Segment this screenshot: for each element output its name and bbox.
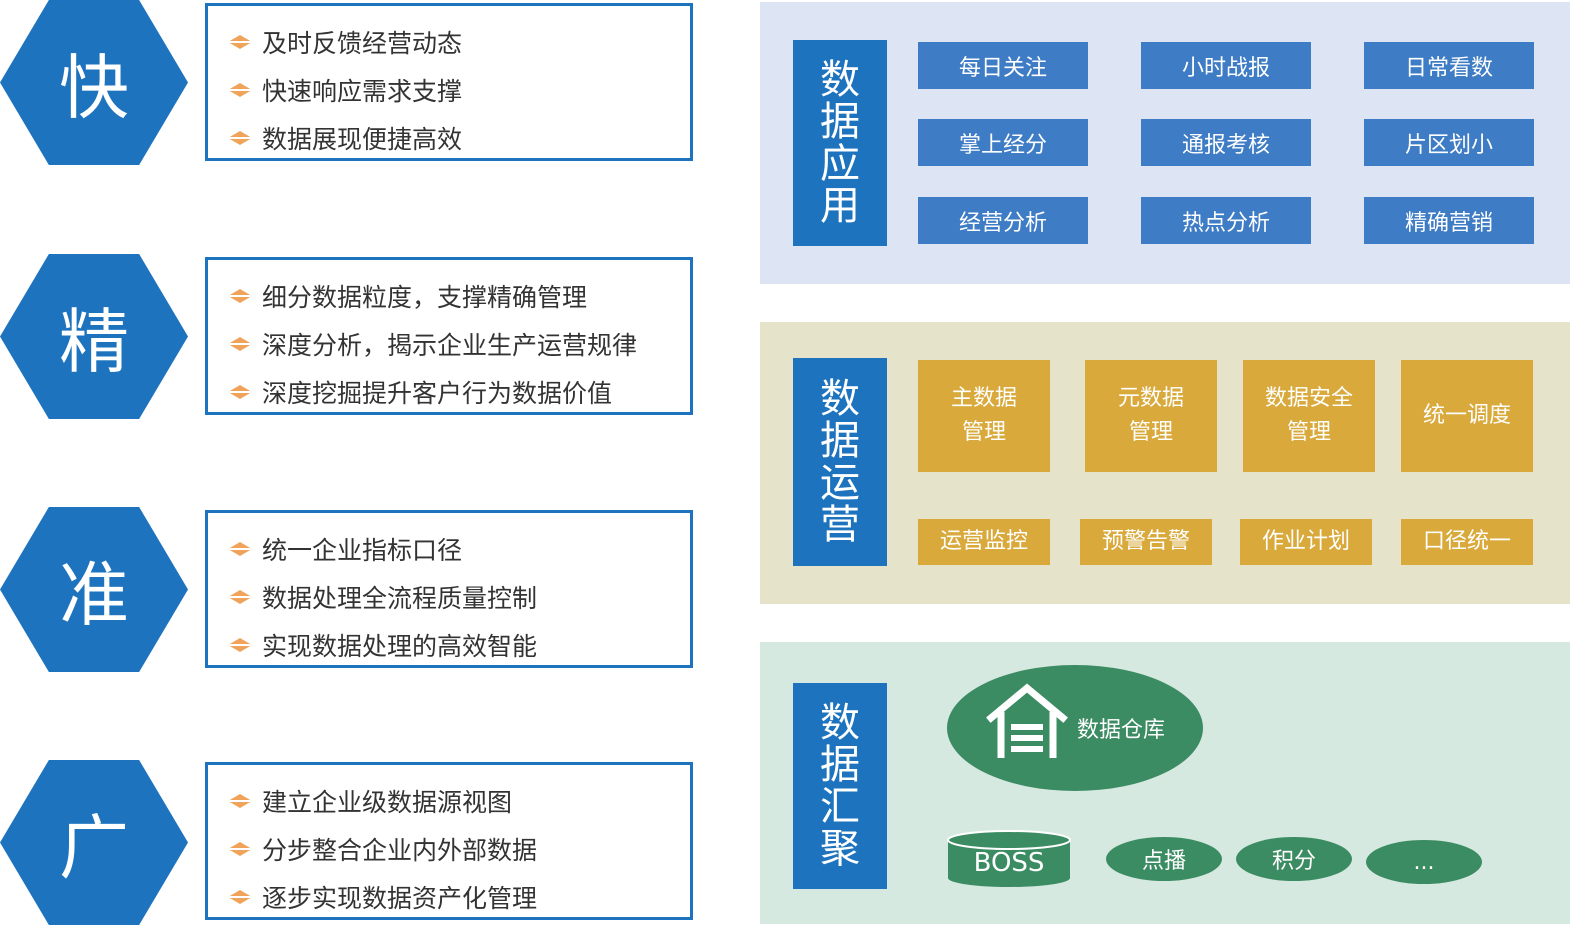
warehouse-label: 数据仓库 bbox=[1076, 718, 1165, 743]
list-item: 数据展现便捷高效 bbox=[228, 114, 690, 162]
app-button[interactable]: 经营分析 bbox=[918, 197, 1088, 244]
diamond-bullet-icon bbox=[228, 842, 252, 856]
list-item-text: 统一企业指标口径 bbox=[262, 536, 463, 565]
panel-title: 数据运营 bbox=[793, 358, 887, 566]
data-warehouse-node: 数据仓库 bbox=[947, 665, 1203, 791]
diamond-bullet-icon bbox=[228, 638, 252, 652]
diamond-bullet-icon bbox=[228, 83, 252, 97]
app-button[interactable]: 每日关注 bbox=[918, 42, 1088, 89]
panel-title: 数据应用 bbox=[793, 40, 887, 246]
principle-list: 统一企业指标口径 数据处理全流程质量控制 实现数据处理的高效智能 bbox=[205, 510, 693, 668]
diamond-bullet-icon bbox=[228, 385, 252, 399]
list-item: 分步整合企业内外部数据 bbox=[228, 825, 690, 873]
list-item-text: 及时反馈经营动态 bbox=[262, 29, 463, 58]
list-item: 实现数据处理的高效智能 bbox=[228, 621, 690, 669]
list-item-text: 深度分析，揭示企业生产运营规律 bbox=[262, 331, 638, 360]
op-button[interactable]: 预警告警 bbox=[1080, 519, 1212, 565]
diamond-bullet-icon bbox=[228, 131, 252, 145]
source-node: ... bbox=[1366, 840, 1482, 884]
op-button[interactable]: 运营监控 bbox=[918, 519, 1050, 565]
list-item-text: 实现数据处理的高效智能 bbox=[262, 632, 538, 661]
diamond-bullet-icon bbox=[228, 794, 252, 808]
list-item-text: 快速响应需求支撑 bbox=[262, 77, 463, 106]
list-item-text: 建立企业级数据源视图 bbox=[262, 788, 513, 817]
app-button[interactable]: 小时战报 bbox=[1141, 42, 1311, 89]
house-icon bbox=[986, 683, 1068, 758]
diamond-bullet-icon bbox=[228, 337, 252, 351]
list-item: 深度挖掘提升客户行为数据价值 bbox=[228, 368, 690, 416]
app-button[interactable]: 通报考核 bbox=[1141, 119, 1311, 166]
boss-database: BOSS bbox=[947, 830, 1071, 888]
op-button[interactable]: 统一调度 bbox=[1401, 360, 1533, 472]
diamond-bullet-icon bbox=[228, 289, 252, 303]
database-icon bbox=[947, 830, 1071, 887]
list-item: 数据处理全流程质量控制 bbox=[228, 573, 690, 621]
list-item-text: 数据展现便捷高效 bbox=[262, 125, 463, 154]
list-item-text: 分步整合企业内外部数据 bbox=[262, 836, 538, 865]
op-button[interactable]: 元数据 管理 bbox=[1085, 360, 1217, 472]
list-item-text: 细分数据粒度，支撑精确管理 bbox=[262, 283, 588, 312]
panel-title: 数据汇聚 bbox=[793, 683, 887, 889]
app-button[interactable]: 掌上经分 bbox=[918, 119, 1088, 166]
principle-list: 及时反馈经营动态 快速响应需求支撑 数据展现便捷高效 bbox=[205, 3, 693, 161]
list-item: 快速响应需求支撑 bbox=[228, 66, 690, 114]
principle-hexagon: 快 bbox=[0, 0, 188, 165]
list-item-text: 数据处理全流程质量控制 bbox=[262, 584, 538, 613]
principle-hexagon: 准 bbox=[0, 507, 188, 672]
data-aggregation-panel: 数据汇聚 数据仓库 BOSS 点播 积分 ... bbox=[760, 642, 1570, 924]
op-button[interactable]: 口径统一 bbox=[1401, 519, 1533, 565]
source-node: 点播 bbox=[1106, 837, 1222, 881]
list-item: 及时反馈经营动态 bbox=[228, 18, 690, 66]
boss-label: BOSS bbox=[973, 848, 1045, 878]
app-button[interactable]: 片区划小 bbox=[1364, 119, 1534, 166]
diamond-bullet-icon bbox=[228, 542, 252, 556]
list-item: 深度分析，揭示企业生产运营规律 bbox=[228, 320, 690, 368]
op-button[interactable]: 数据安全 管理 bbox=[1243, 360, 1375, 472]
data-application-panel: 数据应用 每日关注 小时战报 日常看数 掌上经分 通报考核 片区划小 经营分析 … bbox=[760, 2, 1570, 284]
op-button[interactable]: 作业计划 bbox=[1240, 519, 1372, 565]
diamond-bullet-icon bbox=[228, 590, 252, 604]
principle-hexagon: 精 bbox=[0, 254, 188, 419]
list-item-text: 逐步实现数据资产化管理 bbox=[262, 884, 538, 913]
list-item-text: 深度挖掘提升客户行为数据价值 bbox=[262, 379, 613, 408]
principle-list: 细分数据粒度，支撑精确管理 深度分析，揭示企业生产运营规律 深度挖掘提升客户行为… bbox=[205, 257, 693, 415]
principle-hexagon: 广 bbox=[0, 760, 188, 925]
op-button[interactable]: 主数据 管理 bbox=[918, 360, 1050, 472]
diamond-bullet-icon bbox=[228, 35, 252, 49]
principle-list: 建立企业级数据源视图 分步整合企业内外部数据 逐步实现数据资产化管理 bbox=[205, 762, 693, 920]
diamond-bullet-icon bbox=[228, 890, 252, 904]
app-button[interactable]: 日常看数 bbox=[1364, 42, 1534, 89]
list-item: 细分数据粒度，支撑精确管理 bbox=[228, 272, 690, 320]
app-button[interactable]: 热点分析 bbox=[1141, 197, 1311, 244]
list-item: 建立企业级数据源视图 bbox=[228, 777, 690, 825]
list-item: 统一企业指标口径 bbox=[228, 525, 690, 573]
list-item: 逐步实现数据资产化管理 bbox=[228, 873, 690, 921]
app-button[interactable]: 精确营销 bbox=[1364, 197, 1534, 244]
source-node: 积分 bbox=[1236, 837, 1352, 881]
data-operation-panel: 数据运营 主数据 管理 元数据 管理 数据安全 管理 统一调度 运营监控 预警告… bbox=[760, 322, 1570, 604]
